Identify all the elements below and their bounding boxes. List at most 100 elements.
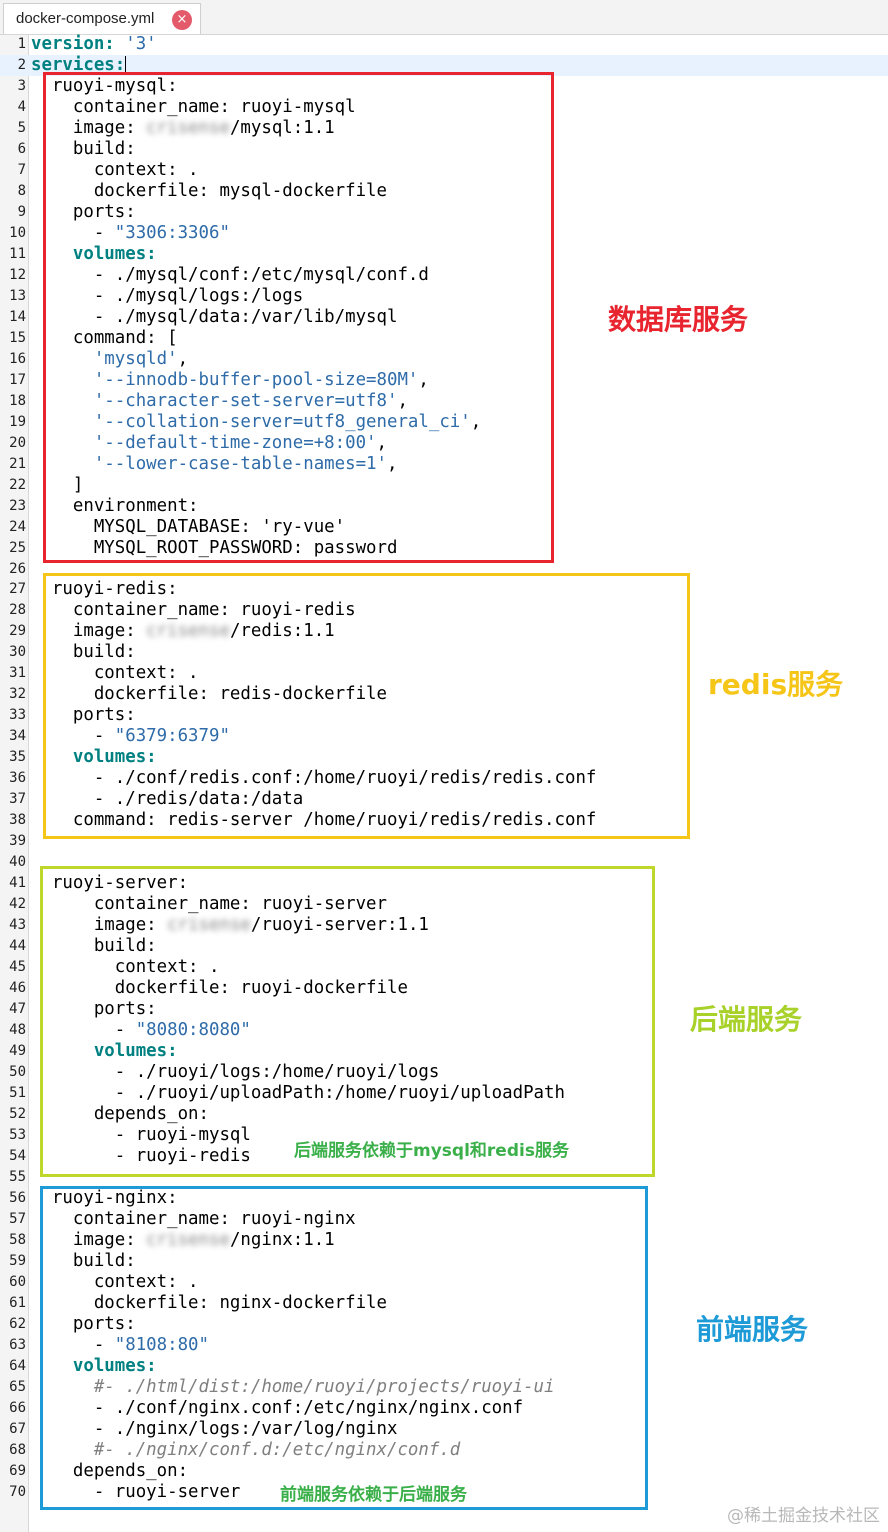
- code-token: version:: [31, 34, 126, 54]
- line-number: 50: [9, 1064, 26, 1081]
- code-text: - ./redis/data:/data: [31, 789, 303, 810]
- line-number: 23: [9, 497, 26, 514]
- code-token: context: .: [31, 663, 199, 684]
- nginx-dependency-note: 前端服务依赖于后端服务: [280, 1485, 467, 1505]
- code-text: depends_on:: [31, 1461, 188, 1482]
- code-text: #- ./nginx/conf.d:/etc/nginx/conf.d: [31, 1440, 460, 1461]
- line-number: 9: [17, 203, 26, 220]
- line-number: 52: [9, 1105, 26, 1122]
- code-token: - ./conf/nginx.conf:/etc/nginx/nginx.con…: [31, 1397, 524, 1418]
- code-token: depends_on:: [31, 1460, 189, 1481]
- code-text: - ./mysql/conf:/etc/mysql/conf.d: [31, 265, 429, 286]
- code-token: ,: [177, 348, 189, 369]
- code-token: - ruoyi-redis: [31, 1145, 251, 1166]
- code-text: build:: [31, 139, 136, 160]
- code-text: ports:: [31, 202, 136, 223]
- code-text: context: .: [31, 1272, 199, 1293]
- line-number: 14: [9, 308, 26, 325]
- text-caret: [125, 56, 127, 74]
- code-token: context: .: [31, 957, 220, 978]
- line-number: 42: [9, 896, 26, 913]
- code-token: volumes:: [31, 1355, 157, 1376]
- code-text: volumes:: [31, 244, 157, 265]
- code-token: '--innodb-buffer-pool-size=80M': [31, 369, 419, 390]
- code-text: container_name: ruoyi-mysql: [31, 97, 356, 118]
- code-text: command: [: [31, 328, 178, 349]
- line-number: 58: [9, 1231, 26, 1248]
- close-icon[interactable]: ×: [172, 10, 192, 30]
- code-token: - ./conf/redis.conf:/home/ruoyi/redis/re…: [31, 768, 597, 789]
- code-text: MYSQL_DATABASE: 'ry-vue': [31, 517, 345, 538]
- code-text: '--character-set-server=utf8',: [31, 391, 408, 412]
- tab-title: docker-compose.yml: [16, 10, 155, 27]
- code-text: version: '3': [31, 34, 157, 55]
- code-token: build:: [31, 936, 157, 957]
- code-text: - ruoyi-server: [31, 1482, 241, 1503]
- code-token: depends_on:: [31, 1103, 209, 1124]
- line-number: 55: [9, 1168, 26, 1185]
- code-token: ,: [386, 453, 398, 474]
- code-text: container_name: ruoyi-nginx: [31, 1209, 356, 1230]
- watermark: @稀土掘金技术社区: [727, 1506, 880, 1526]
- code-text: build:: [31, 1251, 136, 1272]
- code-text: - ./mysql/logs:/logs: [31, 286, 303, 307]
- line-number: 67: [9, 1420, 26, 1437]
- code-text: dockerfile: nginx-dockerfile: [31, 1293, 387, 1314]
- code-token: ,: [397, 390, 408, 411]
- line-number: 4: [17, 98, 26, 115]
- code-token: build:: [31, 138, 136, 159]
- line-number: 29: [9, 623, 26, 640]
- code-text: volumes:: [31, 1041, 178, 1062]
- blurred-registry-name: crisense: [146, 117, 230, 138]
- line-number: 45: [9, 959, 26, 976]
- code-token: dockerfile: nginx-dockerfile: [31, 1292, 387, 1313]
- code-token: '--collation-server=utf8_general_ci': [31, 411, 471, 432]
- code-token: ,: [418, 369, 429, 390]
- code-text: - ./conf/redis.conf:/home/ruoyi/redis/re…: [31, 768, 597, 789]
- code-text: environment:: [31, 496, 199, 517]
- line-number: 36: [9, 770, 26, 787]
- code-text: '--collation-server=utf8_general_ci',: [31, 412, 481, 433]
- code-token: build:: [31, 1250, 136, 1271]
- code-token: ports:: [31, 201, 136, 222]
- line-number: 5: [17, 119, 26, 136]
- code-text: image: crisense/mysql:1.1: [31, 118, 335, 139]
- line-number: 54: [9, 1147, 26, 1164]
- line-number: 66: [9, 1399, 26, 1416]
- code-token: -: [31, 1020, 136, 1041]
- code-token: dockerfile: mysql-dockerfile: [31, 180, 387, 201]
- code-token: command: redis-server /home/ruoyi/redis/…: [31, 810, 597, 831]
- line-number: 19: [9, 413, 26, 430]
- line-number: 44: [9, 938, 26, 955]
- code-token: '--default-time-zone=+8:00': [31, 432, 377, 453]
- line-number: 24: [9, 518, 26, 535]
- line-number: 39: [9, 833, 26, 850]
- code-token: /mysql:1.1: [229, 117, 335, 138]
- tab-docker-compose[interactable]: docker-compose.yml ×: [3, 3, 201, 34]
- line-number: 33: [9, 707, 26, 724]
- code-text: dockerfile: ruoyi-dockerfile: [31, 978, 408, 999]
- line-number: 6: [17, 140, 26, 157]
- code-token: dockerfile: ruoyi-dockerfile: [31, 978, 408, 999]
- code-token: - ./mysql/conf:/etc/mysql/conf.d: [31, 264, 429, 285]
- code-token: - ./ruoyi/uploadPath:/home/ruoyi/uploadP…: [31, 1083, 565, 1103]
- code-token: container_name: ruoyi-server: [31, 894, 387, 915]
- nginx-service-label: 前端服务: [696, 1313, 809, 1346]
- code-token: - ruoyi-mysql: [31, 1124, 251, 1145]
- line-number: 32: [9, 686, 26, 703]
- line-number: 63: [9, 1336, 26, 1353]
- code-token: 'mysqld': [31, 348, 178, 369]
- code-text: ruoyi-server:: [31, 873, 188, 894]
- code-text: container_name: ruoyi-redis: [31, 600, 356, 621]
- code-text: volumes:: [31, 747, 157, 768]
- code-text: - ./nginx/logs:/var/log/nginx: [31, 1419, 398, 1440]
- mysql-service-label: 数据库服务: [608, 303, 749, 336]
- line-number: 27: [9, 581, 26, 598]
- line-number: 53: [9, 1126, 26, 1143]
- code-text: dockerfile: mysql-dockerfile: [31, 181, 387, 202]
- code-token: container_name: ruoyi-mysql: [31, 96, 356, 117]
- code-token: ruoyi-nginx:: [31, 1187, 178, 1208]
- code-token: #- ./html/dist:/home/ruoyi/projects/ruoy…: [31, 1376, 555, 1397]
- code-token: ruoyi-redis:: [31, 579, 178, 600]
